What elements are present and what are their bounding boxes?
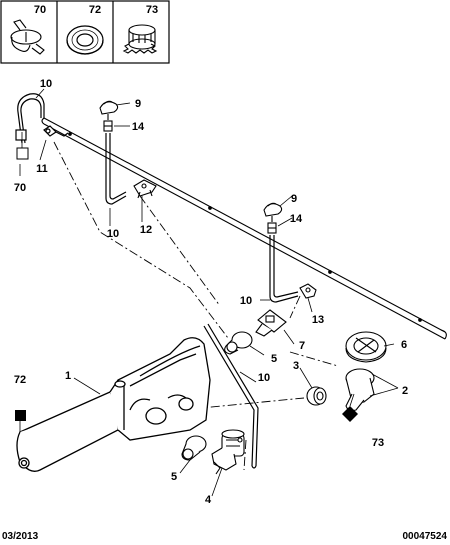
callout-11: 11 [36,163,48,175]
callout-3: 3 [293,360,299,372]
hose-clip-icon [10,19,45,55]
pipe-10-middle [105,133,127,205]
footer-reference-number: 00047524 [402,531,448,542]
connector-13 [299,283,317,299]
toothed-seal-icon [122,24,158,54]
legend-panel [0,0,170,64]
filler-tube-10 [203,323,259,469]
callout-10: 10 [40,78,52,90]
callout-10: 10 [258,372,270,384]
legend-number-73: 73 [146,4,158,16]
leader-line [349,393,355,407]
legend-number-70: 70 [34,4,46,16]
callout-9: 9 [291,193,297,205]
legend-number-72: 72 [89,4,101,16]
callout-73: 73 [372,437,384,449]
callout-70: 70 [14,182,26,194]
callout-14: 14 [290,213,303,225]
plug-5-upper [224,331,253,355]
clip-ref-70-marker [16,147,29,160]
callout-6: 6 [401,339,407,351]
callout-1: 1 [65,370,71,382]
washer-jet-9-upper [99,100,119,120]
callout-9: 9 [135,98,141,110]
pipe-10-lower [269,235,299,303]
callout-2: 2 [402,385,408,397]
pipe-10-top-left [15,93,69,144]
union-14-upper [103,120,113,132]
grommet-ref-72-marker [15,410,26,421]
callout-13: 13 [312,314,324,326]
callout-12: 12 [140,224,152,236]
callout-10: 10 [107,228,119,240]
callout-72: 72 [14,374,26,386]
grommet-3 [306,386,327,406]
washer-reservoir-1 [16,337,211,472]
filler-cap-6 [345,331,387,363]
callout-4: 4 [205,494,212,506]
callout-5: 5 [171,471,177,483]
seal-ref-73-marker [342,406,358,422]
connector-7 [255,309,287,337]
callout-5: 5 [271,353,277,365]
callout-7: 7 [299,340,305,352]
callout-10: 10 [240,295,252,307]
washer-jet-9-lower [263,202,283,222]
callout-14: 14 [132,121,145,133]
hose-rail [41,117,447,340]
union-14-lower [267,222,277,234]
plug-5-lower [181,435,207,461]
callout-leaders [19,88,399,497]
grommet-ring-icon [66,25,104,55]
washer-pump-4 [211,429,245,475]
footer-date: 03/2013 [2,531,39,542]
connector-12 [133,179,157,199]
